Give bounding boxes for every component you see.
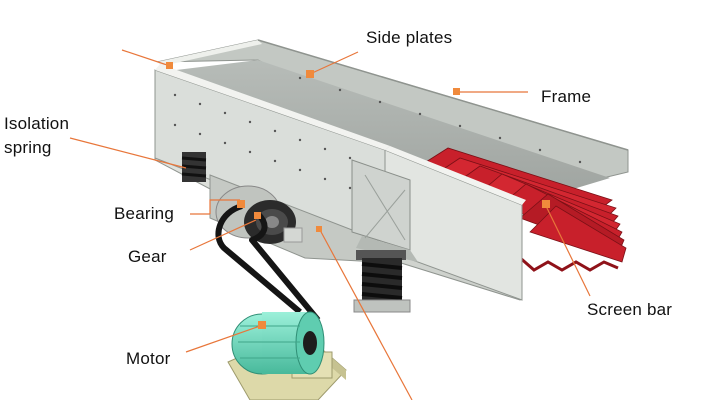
label-motor: Motor: [126, 349, 171, 368]
motor-body: [231, 311, 325, 375]
leader-lines: [69, 49, 591, 400]
label-frame: Frame: [541, 87, 592, 106]
screen-bars: [417, 147, 627, 263]
callout-markers: [166, 62, 550, 329]
label-bearing: Bearing: [114, 204, 174, 223]
label-gear: Gear: [128, 247, 167, 266]
label-screen-bar: Screen bar: [587, 300, 673, 319]
back-rim: [157, 40, 262, 66]
label-isolation-spring-line1: Isolation: [4, 114, 70, 133]
rivets: [173, 76, 582, 190]
left-isolation-spring: [181, 152, 207, 182]
label-side-plates: Side plates: [366, 28, 453, 47]
drive-belt: [215, 203, 321, 322]
back-rim-edge: [257, 39, 629, 151]
right-isolation-spring: [353, 250, 411, 313]
screen-bar-edge: [517, 254, 619, 272]
front-plate-top-rim: [155, 64, 390, 150]
front-plate-top-rim-right: [385, 146, 526, 205]
label-isolation-spring-line2: spring: [4, 138, 52, 157]
